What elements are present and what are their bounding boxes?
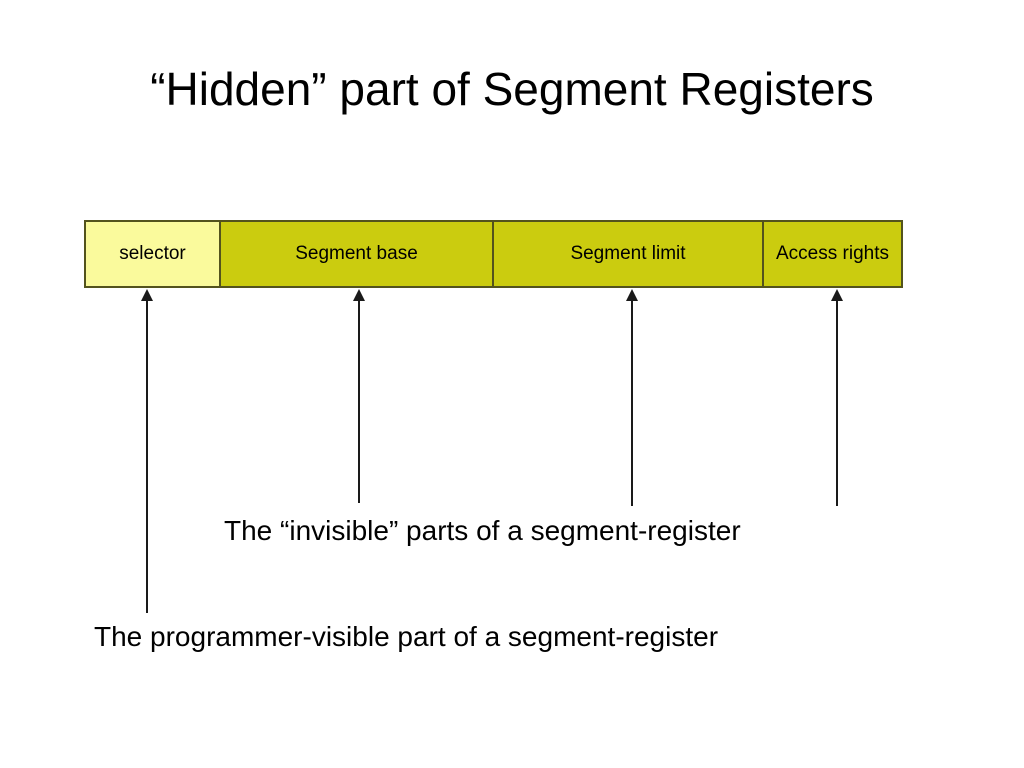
- arrow-shaft: [146, 298, 148, 613]
- arrow-to-segment-base: [352, 289, 366, 503]
- arrow-head-icon: [626, 289, 638, 301]
- register-field-label: selector: [119, 243, 186, 264]
- arrow-head-icon: [141, 289, 153, 301]
- arrow-shaft: [358, 298, 360, 503]
- register-field-label: Segment limit: [570, 243, 686, 264]
- register-field-access-rights: Access rights: [764, 222, 901, 286]
- segment-register-diagram: selector Segment base Segment limit Acce…: [84, 220, 903, 288]
- register-field-segment-limit: Segment limit: [494, 222, 764, 286]
- arrow-head-icon: [831, 289, 843, 301]
- caption-programmer-visible-part: The programmer-visible part of a segment…: [94, 621, 719, 652]
- arrow-to-segment-limit: [625, 289, 639, 506]
- register-field-label: Access rights: [776, 243, 889, 264]
- register-field-label: Segment base: [295, 243, 418, 264]
- arrow-shaft: [631, 298, 633, 506]
- register-field-selector: selector: [86, 222, 221, 286]
- arrow-to-selector: [140, 289, 154, 613]
- page-title: “Hidden” part of Segment Registers: [150, 63, 874, 115]
- register-field-segment-base: Segment base: [221, 222, 494, 286]
- arrow-to-access-rights: [830, 289, 844, 506]
- arrow-shaft: [836, 298, 838, 506]
- arrow-head-icon: [353, 289, 365, 301]
- caption-invisible-parts: The “invisible” parts of a segment-regis…: [224, 515, 741, 546]
